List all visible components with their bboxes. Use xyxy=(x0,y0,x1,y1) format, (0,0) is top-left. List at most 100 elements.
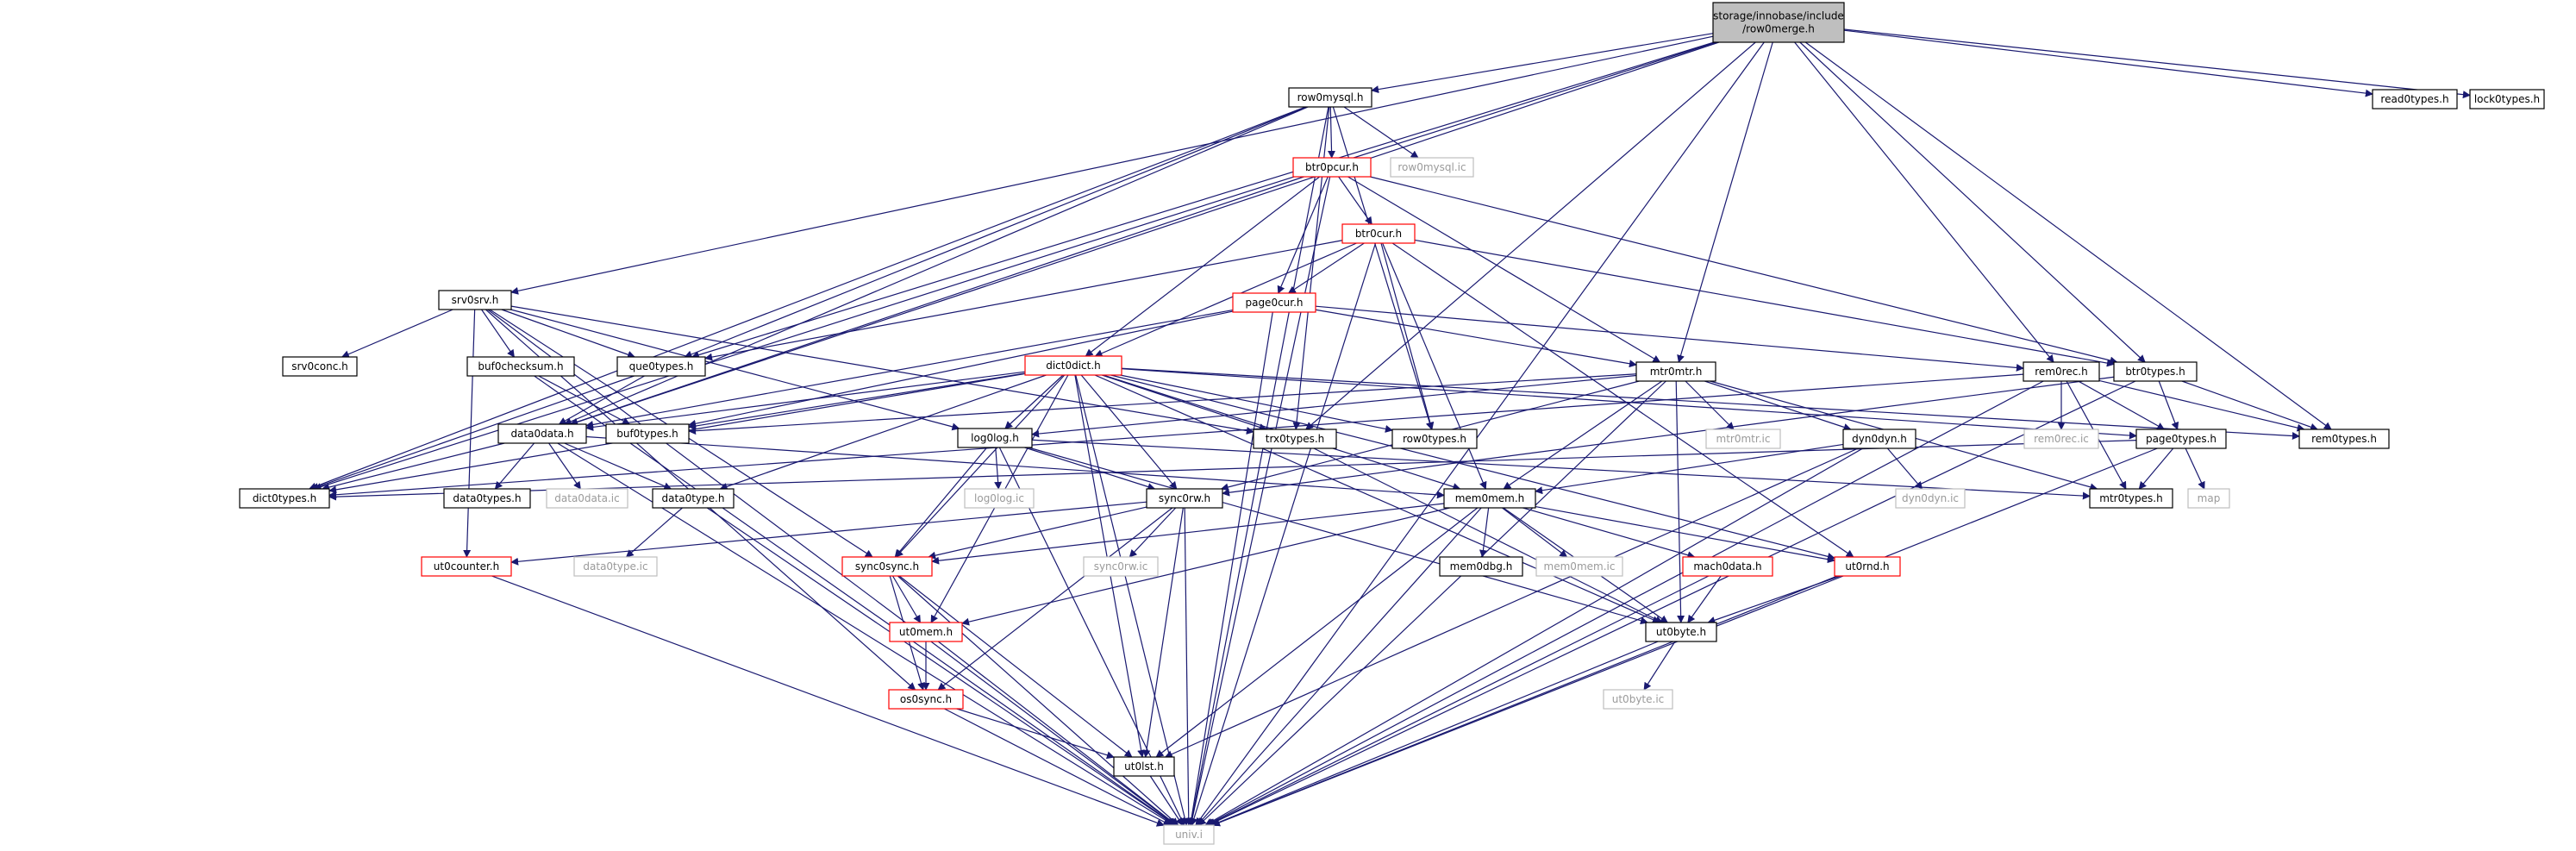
node-srv0conc_h[interactable]: srv0conc.h xyxy=(282,356,358,377)
node-data0type_h[interactable]: data0type.h xyxy=(652,488,735,509)
node-data0data_h[interactable]: data0data.h xyxy=(497,423,587,444)
node-box xyxy=(1895,488,1966,509)
edge-que0types_h-to-dict0types_h xyxy=(310,375,635,491)
node-sync0rw_h[interactable]: sync0rw.h xyxy=(1146,488,1223,509)
node-rem0rec_ic[interactable]: rem0rec.ic xyxy=(2023,429,2099,449)
node-mem0mem_h[interactable]: mem0mem.h xyxy=(1443,488,1536,509)
node-page0types_h[interactable]: page0types.h xyxy=(2135,429,2227,449)
node-rem0rec_h[interactable]: rem0rec.h xyxy=(2023,361,2100,382)
node-data0type_ic[interactable]: data0type.ic xyxy=(573,556,658,577)
edge-ut0byte_h-to-univ_i xyxy=(1210,641,1659,827)
node-os0sync_h[interactable]: os0sync.h xyxy=(888,689,964,710)
edge-root-to-srv0srv_h xyxy=(510,35,1714,295)
node-box xyxy=(1288,87,1372,108)
node-sync0sync_h[interactable]: sync0sync.h xyxy=(841,556,933,577)
node-box xyxy=(443,488,531,509)
node-box xyxy=(2023,361,2100,382)
node-sync0rw_ic[interactable]: sync0rw.ic xyxy=(1083,556,1159,577)
node-label: ut0lst.h xyxy=(1124,760,1164,773)
node-label: row0mysql.ic xyxy=(1397,161,1466,173)
node-lock0types_h[interactable]: lock0types.h xyxy=(2469,89,2545,110)
node-dict0types_h[interactable]: dict0types.h xyxy=(239,488,330,509)
edge-dict0dict_h-to-buf0types_h xyxy=(688,372,1026,430)
node-dyn0dyn_h[interactable]: dyn0dyn.h xyxy=(1842,429,1916,449)
node-univ_i[interactable]: univ.i xyxy=(1163,824,1215,845)
node-log0log_ic[interactable]: log0log.ic xyxy=(964,488,1035,509)
node-box xyxy=(438,290,512,310)
node-buf0types_h[interactable]: buf0types.h xyxy=(605,423,690,444)
node-btr0cur_h[interactable]: btr0cur.h xyxy=(1341,223,1416,244)
node-btr0pcur_h[interactable]: btr0pcur.h xyxy=(1292,157,1372,178)
node-que0types_h[interactable]: que0types.h xyxy=(616,356,706,377)
node-mach0data_h[interactable]: mach0data.h xyxy=(1682,556,1773,577)
edge-root-to-dict0types_h xyxy=(313,41,1716,491)
node-ut0byte_h[interactable]: ut0byte.h xyxy=(1645,622,1717,642)
node-label: map xyxy=(2198,492,2221,504)
edge-mtr0mtr_h-to-dyn0dyn_h xyxy=(1704,380,1852,431)
node-dyn0dyn_ic[interactable]: dyn0dyn.ic xyxy=(1895,488,1966,509)
edge-root-to-univ_i xyxy=(1195,41,1765,826)
node-label: btr0cur.h xyxy=(1355,228,1402,240)
node-label: mem0dbg.h xyxy=(1450,560,1513,573)
node-row0mysql_ic[interactable]: row0mysql.ic xyxy=(1390,157,1474,178)
edge-page0cur_h-to-buf0types_h xyxy=(688,310,1234,428)
node-ut0lst_h[interactable]: ut0lst.h xyxy=(1113,756,1175,777)
node-buf0checksum_h[interactable]: buf0checksum.h xyxy=(466,356,575,377)
edge-btr0pcur_h-to-data0data_h xyxy=(569,176,1304,426)
node-log0log_h[interactable]: log0log.h xyxy=(957,428,1033,448)
node-label: ut0mem.h xyxy=(899,626,953,638)
edge-btr0cur_h-to-dict0dict_h xyxy=(1094,242,1357,357)
edge-btr0pcur_h-to-btr0types_h xyxy=(1370,176,2118,365)
edge-page0types_h-to-dict0types_h xyxy=(328,440,2137,501)
node-data0data_ic[interactable]: data0data.ic xyxy=(546,488,628,509)
node-ut0counter_h[interactable]: ut0counter.h xyxy=(421,556,512,577)
node-mem0mem_ic[interactable]: mem0mem.ic xyxy=(1535,556,1623,577)
node-page0cur_h[interactable]: page0cur.h xyxy=(1232,292,1316,313)
node-box xyxy=(2023,429,2099,449)
edge-mem0mem_h-to-ut0mem_h xyxy=(961,507,1450,626)
node-row0types_h[interactable]: row0types.h xyxy=(1391,429,1478,449)
node-mtr0mtr_h[interactable]: mtr0mtr.h xyxy=(1635,361,1716,382)
edge-sync0rw_h-to-sync0rw_ic xyxy=(1129,507,1177,558)
node-box xyxy=(2187,488,2230,509)
node-data0types_h[interactable]: data0types.h xyxy=(443,488,531,509)
node-rem0types_h[interactable]: rem0types.h xyxy=(2298,429,2390,449)
node-label: mem0mem.ic xyxy=(1544,560,1616,573)
edge-dyn0dyn_h-to-mem0mem_h xyxy=(1535,443,1844,495)
node-dict0dict_h[interactable]: dict0dict.h xyxy=(1024,355,1122,376)
node-mtr0mtr_ic[interactable]: mtr0mtr.ic xyxy=(1705,429,1781,449)
node-row0mysql_h[interactable]: row0mysql.h xyxy=(1288,87,1372,108)
edge-mtr0mtr_h-to-log0log_h xyxy=(1031,374,1637,438)
node-label: ut0rnd.h xyxy=(1845,560,1889,573)
node-box xyxy=(2469,89,2545,110)
edge-mtr0mtr_h-to-univ_i xyxy=(1197,380,1666,826)
edge-dict0dict_h-to-rem0types_h xyxy=(1121,367,2300,441)
node-label: btr0pcur.h xyxy=(1305,161,1359,173)
edge-rem0rec_h-to-page0types_h xyxy=(2078,380,2166,430)
node-map[interactable]: map xyxy=(2187,488,2230,509)
node-label: dict0types.h xyxy=(253,492,316,504)
node-mtr0types_h[interactable]: mtr0types.h xyxy=(2089,488,2173,509)
edge-data0data_h-to-mem0mem_h xyxy=(585,435,1445,499)
node-read0types_h[interactable]: read0types.h xyxy=(2372,89,2458,110)
node-ut0mem_h[interactable]: ut0mem.h xyxy=(889,622,963,642)
edge-root-to-data0data_h xyxy=(570,41,1720,426)
node-label: data0data.ic xyxy=(554,492,619,504)
edge-mem0mem_h-to-mach0data_h xyxy=(1522,507,1696,560)
edge-sync0rw_h-to-univ_i xyxy=(1184,507,1193,826)
node-mem0dbg_h[interactable]: mem0dbg.h xyxy=(1439,556,1523,577)
edge-root-to-read0types_h xyxy=(1843,29,2373,97)
edge-root-to-que0types_h xyxy=(691,41,1715,359)
node-box xyxy=(1083,556,1159,577)
node-ut0rnd_h[interactable]: ut0rnd.h xyxy=(1834,556,1901,577)
node-btr0types_h[interactable]: btr0types.h xyxy=(2113,361,2198,382)
node-srv0srv_h[interactable]: srv0srv.h xyxy=(438,290,512,310)
node-trx0types_h[interactable]: trx0types.h xyxy=(1253,429,1337,449)
node-box xyxy=(1390,157,1474,178)
node-label: log0log.ic xyxy=(974,492,1024,504)
node-ut0byte_ic[interactable]: ut0byte.ic xyxy=(1603,689,1673,710)
node-root[interactable]: storage/innobase/include/row0merge.h xyxy=(1712,2,1845,43)
node-label: row0mysql.h xyxy=(1297,91,1364,103)
edge-mem0mem_h-to-ut0lst_h xyxy=(1155,507,1479,758)
node-label: rem0rec.ic xyxy=(2034,433,2089,445)
